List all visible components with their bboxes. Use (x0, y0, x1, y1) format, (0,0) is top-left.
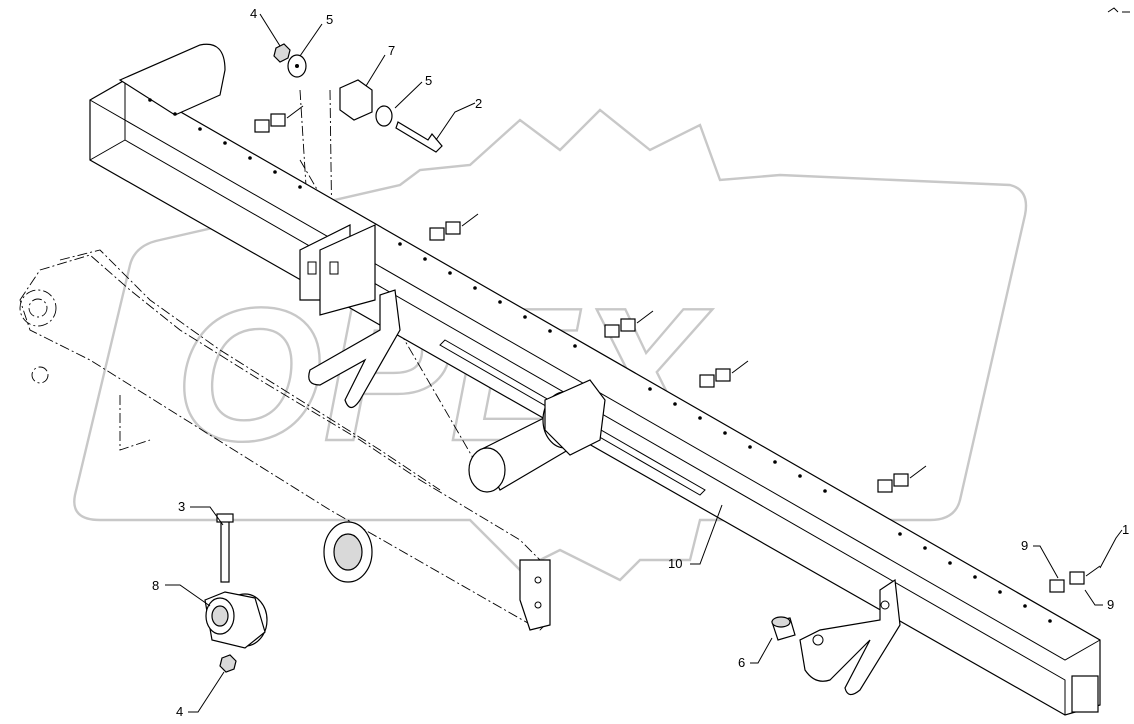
callout-4-bottom: 4 (176, 704, 183, 719)
washer-mid (375, 105, 393, 127)
callout-7: 7 (388, 43, 395, 58)
beam-hole-row (148, 98, 1052, 623)
clamp-set-2 (429, 213, 479, 241)
callout-2: 2 (475, 96, 482, 111)
callout-4-top: 4 (250, 6, 257, 21)
right-arm-bracket (799, 578, 901, 696)
callout-9-left: 9 (1021, 538, 1028, 553)
clamp-set-1 (254, 105, 304, 133)
mounting-plates (299, 224, 901, 696)
nut-top (273, 43, 291, 63)
callout-9-right: 9 (1107, 597, 1114, 612)
clamp-sets (254, 105, 1101, 593)
pivot-shaft (468, 379, 606, 493)
rear-tube (323, 521, 551, 631)
bolt-3 (220, 519, 230, 583)
clamp-set-6 (1049, 565, 1101, 593)
callout-8: 8 (152, 578, 159, 593)
beam-end-opening (1071, 675, 1099, 713)
clamp-set-5 (877, 465, 927, 493)
callout-6: 6 (738, 655, 745, 670)
callouts: 4 5 7 5 2 3 8 4 6 10 9 1 9 (152, 6, 1129, 719)
left-arm-bracket (308, 289, 401, 409)
callout-10: 10 (668, 556, 682, 571)
clamp-set-4 (699, 360, 749, 388)
beam-end-lug (118, 43, 226, 116)
collar-8 (204, 591, 268, 649)
spacer-block (339, 79, 373, 121)
hardware (204, 43, 796, 673)
callout-1: 1 (1122, 522, 1129, 537)
watermark-gear (73, 108, 1028, 582)
callout-3: 3 (178, 499, 185, 514)
nut-bottom (219, 654, 237, 673)
clamp-set-3 (604, 310, 654, 338)
bolt-2 (395, 121, 443, 153)
callout-5-top: 5 (326, 12, 333, 27)
callout-5-mid: 5 (425, 73, 432, 88)
corner-mark (1107, 7, 1130, 13)
